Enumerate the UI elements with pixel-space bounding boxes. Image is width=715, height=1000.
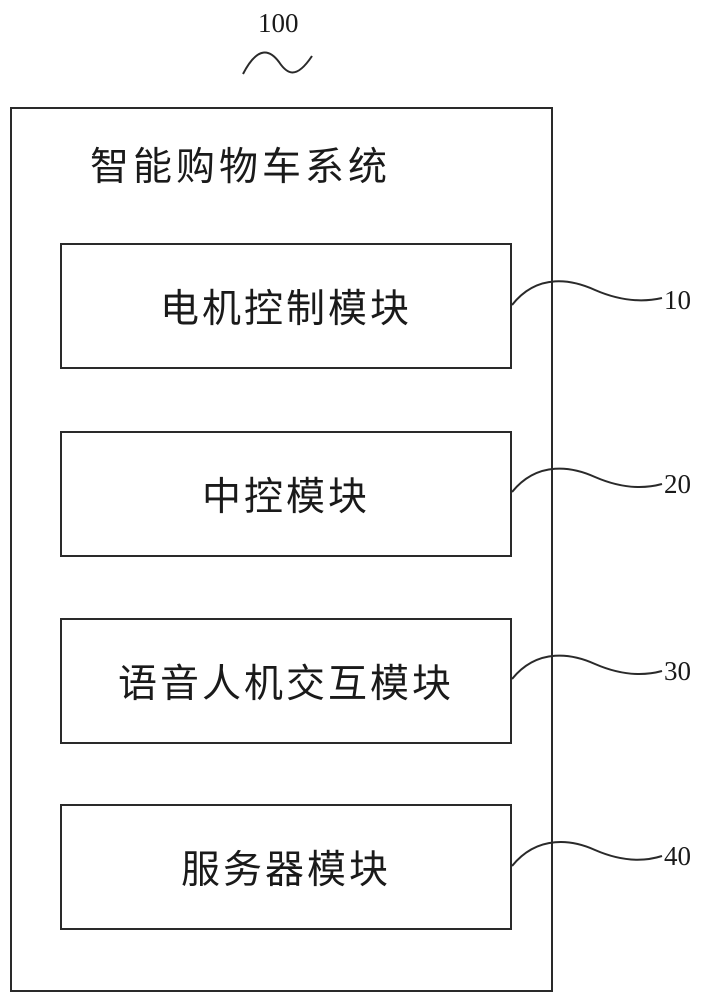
module-central-control: 中控模块 [60,431,512,557]
system-leader-wave [242,51,313,75]
module-reference-20: 20 [664,469,691,499]
module-reference-10: 10 [664,285,691,315]
module-reference-40: 40 [664,841,691,871]
module-voice-interaction: 语音人机交互模块 [60,618,512,744]
system-title: 智能购物车系统 [90,145,392,190]
module-motor-control: 电机控制模块 [60,243,512,369]
system-reference-number: 100 [258,8,299,38]
module-server: 服务器模块 [60,804,512,930]
module-reference-30: 30 [664,656,691,686]
